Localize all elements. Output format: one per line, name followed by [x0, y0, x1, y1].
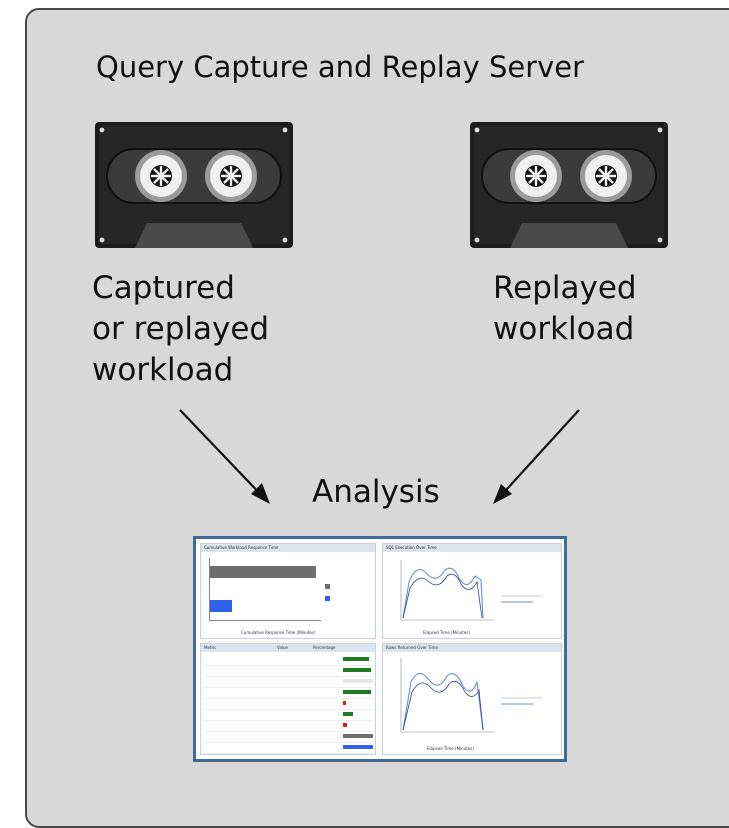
right-cassette-icon [470, 122, 668, 248]
table-row [203, 720, 373, 732]
axis-label: Elapsed Time (Minutes) [427, 746, 474, 751]
analysis-label: Analysis [312, 474, 440, 510]
panel-title: Rows Returned Over Time [383, 644, 561, 652]
rows-returned-line [400, 658, 543, 733]
table-row [203, 676, 373, 688]
table-header-value: Value [277, 645, 288, 650]
table-row [203, 731, 373, 743]
right-arrow-head [493, 484, 512, 504]
table-row [203, 665, 373, 677]
table-row [203, 698, 373, 710]
left-arrow-head [251, 483, 270, 504]
table-row [203, 687, 373, 699]
server-title: Query Capture and Replay Server [96, 50, 585, 84]
axis-label: Elapsed Time (Minutes) [423, 630, 470, 635]
panel-title: Cumulative Workload Response Time [201, 544, 375, 552]
right-arrow [496, 409, 580, 501]
flow-arrows [179, 409, 580, 504]
bar-gray [210, 566, 316, 578]
table-row [203, 742, 373, 754]
panel-title: SQL Execution Over Time [383, 544, 561, 552]
metrics-table: Metric Value Percentage [200, 643, 376, 755]
table-row [203, 709, 373, 721]
analysis-report-thumbnail: Cumulative Workload Response Time Cumula… [193, 536, 567, 762]
response-time-panel: Cumulative Workload Response Time Cumula… [200, 543, 376, 639]
replayed-workload-label: Replayed workload [493, 270, 637, 347]
table-row [203, 654, 373, 666]
left-cassette-icon [95, 122, 293, 248]
captured-workload-label: Captured or replayed workload [92, 270, 270, 388]
axis-label: Cumulative Response Time (Minutes) [241, 630, 316, 635]
rows-returned-panel: Rows Returned Over Time Elapsed Time (Mi… [382, 643, 562, 755]
table-header-metric: Metric [204, 645, 217, 650]
table-header-percentage: Percentage [313, 645, 336, 650]
sql-execution-line [400, 560, 543, 621]
sql-execution-panel: SQL Execution Over Time Elapsed Time (Mi… [382, 543, 562, 639]
left-arrow [179, 409, 267, 501]
bar-blue [210, 600, 232, 612]
